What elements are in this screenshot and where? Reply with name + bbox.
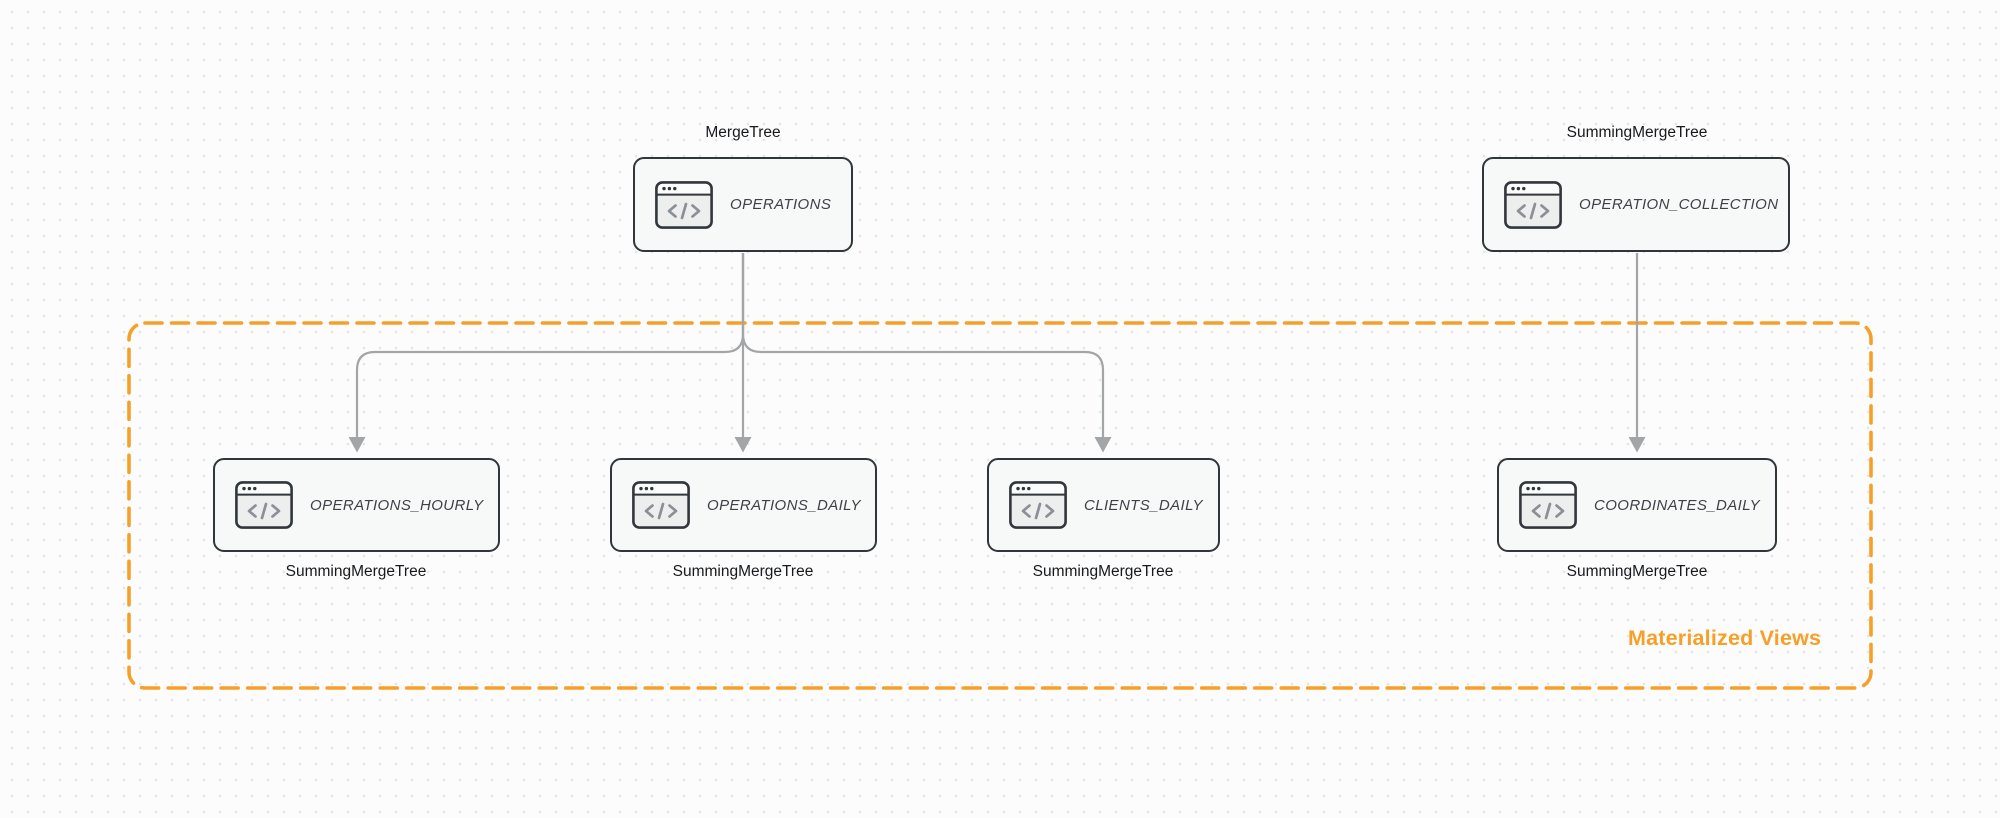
arrowhead-operations-daily (734, 437, 752, 453)
engine-label-clients-daily: SummingMergeTree (1032, 563, 1174, 580)
node-clients-daily: CLIENTS_DAILY (987, 458, 1220, 552)
node-title: OPERATIONS_DAILY (707, 496, 861, 514)
edge-operations-to-operations-hourly (355, 253, 745, 438)
edge-lines (355, 253, 1639, 438)
materialized-views-label: Materialized Views (1628, 626, 1822, 650)
engine-label-coordinates-daily: SummingMergeTree (1566, 563, 1708, 580)
node-operations-daily: OPERATIONS_DAILY (610, 458, 877, 552)
code-window-icon (1504, 180, 1562, 229)
node-title: OPERATIONS_HOURLY (310, 496, 484, 514)
code-window-icon (655, 180, 713, 229)
node-title: OPERATIONS (730, 196, 832, 213)
code-window-icon (235, 481, 293, 529)
engine-label-operations-hourly: SummingMergeTree (285, 563, 427, 580)
node-title: OPERATION_COLLECTION (1579, 196, 1779, 213)
edge-arrowheads (348, 437, 1646, 453)
code-window-icon (1519, 481, 1577, 529)
edge-operations-to-clients-daily (741, 253, 1105, 438)
arrowhead-operations-hourly (348, 437, 366, 453)
arrowhead-coordinates-daily (1628, 437, 1646, 453)
engine-label-operation-collection: SummingMergeTree (1566, 124, 1708, 141)
code-window-icon (1009, 481, 1067, 529)
node-title: CLIENTS_DAILY (1084, 496, 1203, 514)
engine-label-operations: MergeTree (705, 124, 781, 141)
arrowhead-clients-daily (1094, 437, 1112, 453)
node-coordinates-daily: COORDINATES_DAILY (1497, 458, 1777, 552)
node-operations-hourly: OPERATIONS_HOURLY (213, 458, 500, 552)
node-title: COORDINATES_DAILY (1594, 496, 1761, 514)
node-operations: OPERATIONS (633, 157, 853, 252)
code-window-icon (632, 481, 690, 529)
node-operation-collection: OPERATION_COLLECTION (1482, 157, 1790, 252)
engine-label-operations-daily: SummingMergeTree (672, 563, 814, 580)
